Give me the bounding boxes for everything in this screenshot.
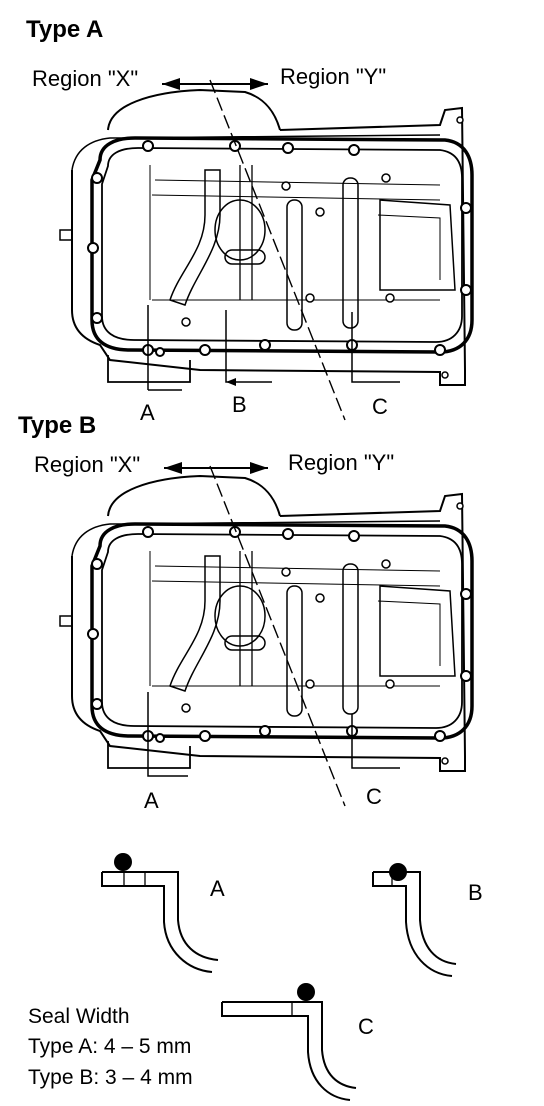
type-a-title: Type A	[26, 16, 104, 43]
type-b-section-label-c: C	[366, 784, 382, 809]
seal-width-heading: Seal Width	[28, 1005, 130, 1028]
profile-label-b: B	[468, 880, 483, 905]
type-a-section-label-a: A	[140, 400, 155, 425]
type-a-region-y-label: Region "Y"	[280, 64, 387, 89]
type-a-region-x-label: Region "X"	[32, 66, 139, 91]
seal-width-spec: Seal Width Type A: 4 – 5 mm Type B: 3 – …	[28, 1002, 193, 1093]
profile-label-a: A	[210, 876, 225, 901]
type-b-title: Type B	[18, 412, 97, 439]
type-b-region-x-label: Region "X"	[34, 452, 141, 477]
profile-label-c: C	[358, 1014, 374, 1039]
type-a-section-label-c: C	[372, 394, 388, 419]
type-b-section-label-a: A	[144, 788, 159, 813]
seal-width-type-a: Type A: 4 – 5 mm	[28, 1035, 192, 1059]
type-b-region-y-label: Region "Y"	[288, 450, 395, 475]
seal-width-type-b: Type B: 3 – 4 mm	[28, 1065, 193, 1089]
type-a-section-label-b: B	[232, 392, 247, 417]
